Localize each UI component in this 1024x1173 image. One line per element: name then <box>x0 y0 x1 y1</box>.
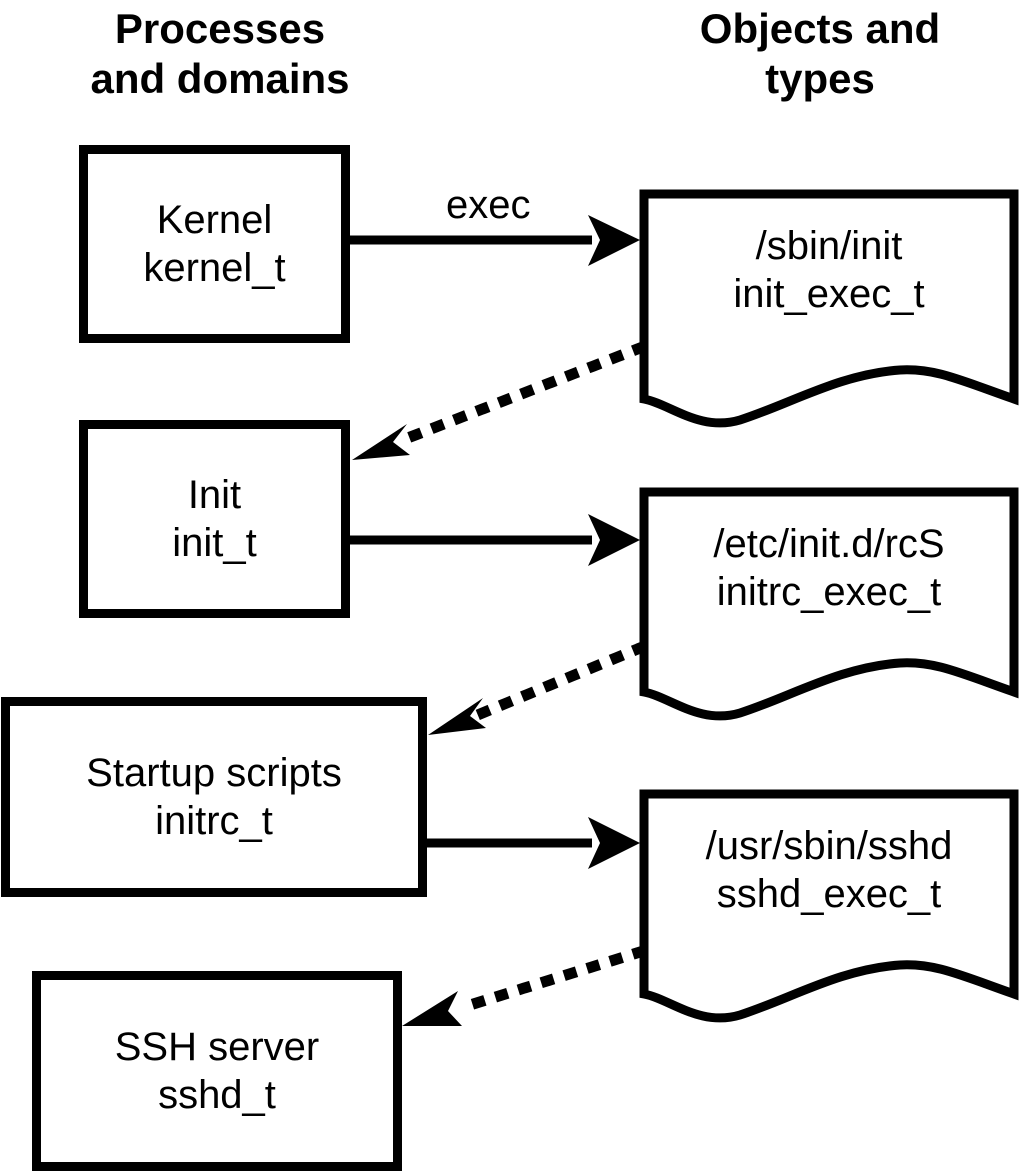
edge-initrcexec-to-initrc-line <box>472 640 648 722</box>
process-box-kernel-title: Kernel <box>156 198 273 242</box>
object-doc-init-exec-path: /sbin/init <box>755 224 903 268</box>
edge-initexec-to-init-arrowhead <box>352 424 410 460</box>
object-doc-sshd-exec-label: /usr/sbin/sshd sshd_exec_t <box>644 822 1014 918</box>
process-box-initrc-title: Startup scripts <box>86 751 342 795</box>
column-header-processes: Processes and domains <box>90 5 350 102</box>
edge-sshdexec-to-sshd-arrowhead <box>402 991 462 1026</box>
process-box-initrc[interactable]: Startup scripts initrc_t <box>1 697 427 897</box>
edge-sshdexec-to-sshd-line <box>463 945 647 1012</box>
object-doc-initrc-exec-shape[interactable] <box>639 487 1019 721</box>
process-box-sshd[interactable]: SSH server sshd_t <box>32 971 402 1171</box>
object-doc-init-exec-label: /sbin/init init_exec_t <box>644 222 1014 318</box>
object-doc-sshd-exec-shape[interactable] <box>639 789 1019 1023</box>
process-box-kernel[interactable]: Kernel kernel_t <box>79 145 350 343</box>
column-header-objects: Objects and types <box>699 5 941 102</box>
edge-label-exec: exec <box>446 183 531 227</box>
object-doc-initrc-exec-type: initrc_exec_t <box>716 570 942 614</box>
object-doc-sshd-exec-type: sshd_exec_t <box>716 872 942 916</box>
process-box-sshd-title: SSH server <box>114 1025 320 1069</box>
object-doc-initrc-exec-label: /etc/init.d/rcS initrc_exec_t <box>644 520 1014 616</box>
edge-initexec-to-init-line <box>392 340 648 449</box>
edge-initrcexec-to-initrc-arrowhead <box>428 698 486 735</box>
process-box-initrc-type: initrc_t <box>155 799 273 843</box>
object-doc-sshd-exec-path: /usr/sbin/sshd <box>705 824 953 868</box>
process-box-sshd-type: sshd_t <box>158 1073 276 1117</box>
edge-init-exec-initrc-arrowhead <box>588 514 640 566</box>
process-box-init[interactable]: Init init_t <box>79 420 350 618</box>
process-box-kernel-type: kernel_t <box>143 246 286 290</box>
object-doc-init-exec-shape[interactable] <box>639 189 1019 428</box>
edge-initrc-exec-sshd-arrowhead <box>588 817 640 869</box>
object-doc-initrc-exec-path: /etc/init.d/rcS <box>713 522 945 566</box>
process-box-init-title: Init <box>187 473 242 517</box>
object-doc-init-exec-type: init_exec_t <box>733 272 925 316</box>
process-box-init-type: init_t <box>172 521 257 565</box>
edge-kernel-exec-init-arrowhead <box>588 215 640 266</box>
